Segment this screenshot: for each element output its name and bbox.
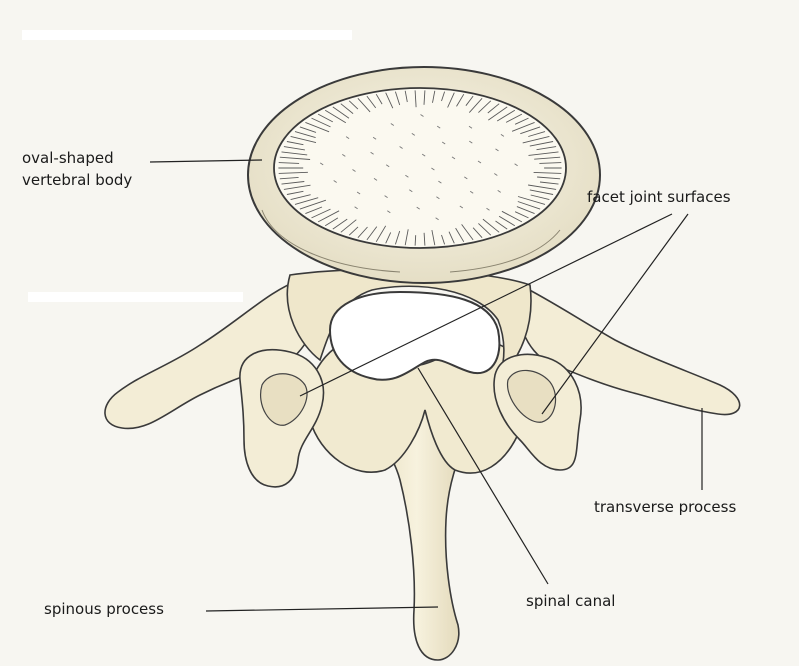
leader-line-vertebral-body <box>150 160 262 162</box>
label-facet-joint-surfaces: facet joint surfaces <box>587 188 731 206</box>
paper-strip <box>22 30 352 40</box>
label-spinous-process: spinous process <box>44 600 164 618</box>
label-vertebral-body-line1: oval-shaped <box>22 149 114 167</box>
paper-strip <box>28 292 243 302</box>
label-spinal-canal: spinal canal <box>526 592 615 610</box>
trabecular-stroke <box>415 235 416 245</box>
label-transverse-process: transverse process <box>594 498 736 516</box>
vertebral-body-inner <box>274 88 566 248</box>
spinal-canal-opening <box>330 292 499 380</box>
leader-line-spinous-process <box>206 607 438 611</box>
label-vertebral-body-line2: vertebral body <box>22 171 132 189</box>
